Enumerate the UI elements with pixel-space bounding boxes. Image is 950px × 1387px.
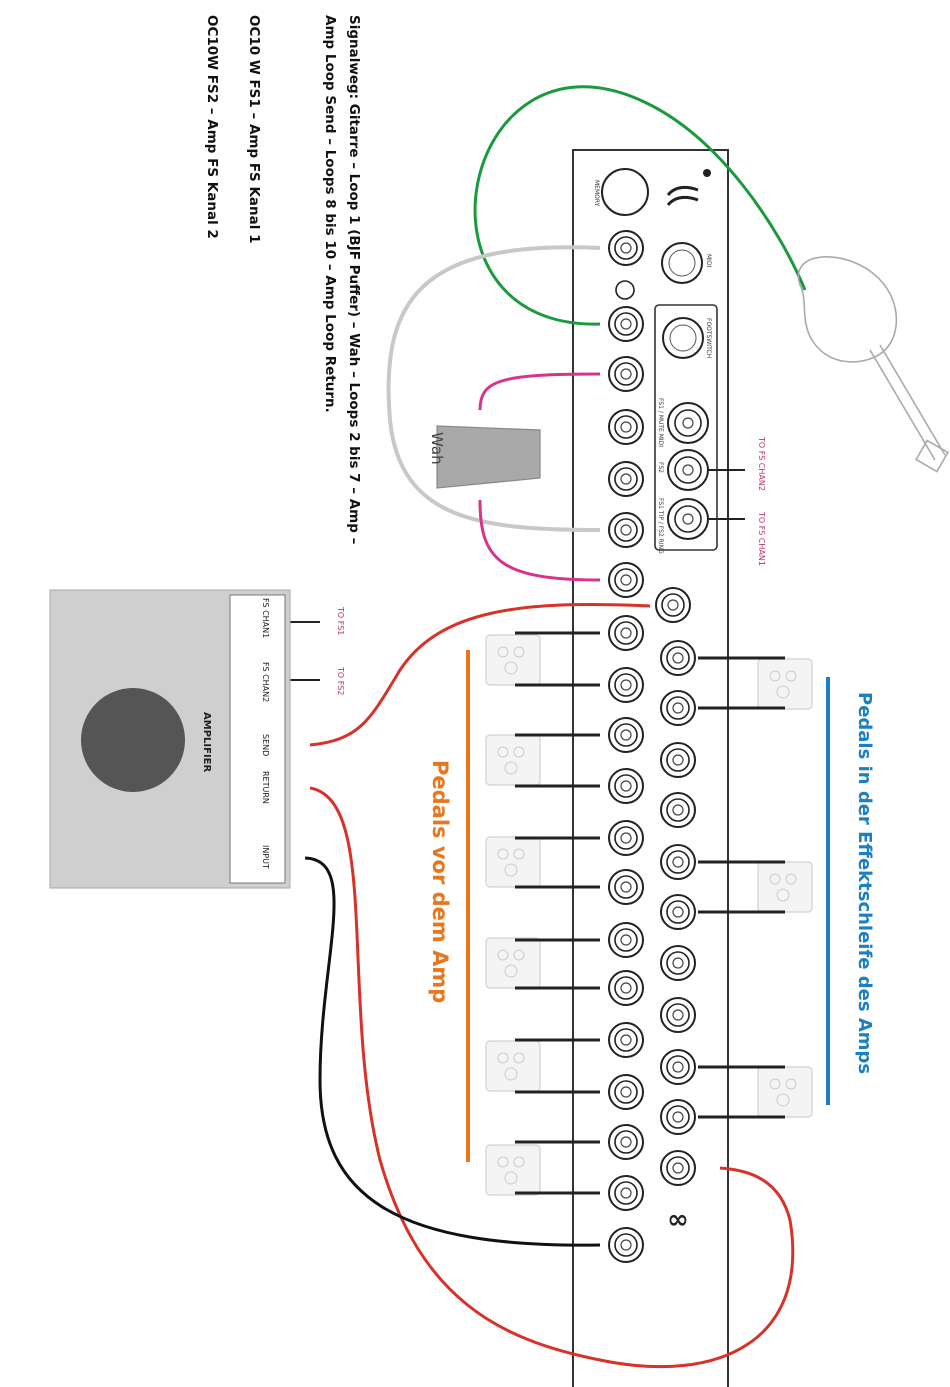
jack-input[interactable] — [608, 306, 644, 342]
pedals-before-amp — [485, 634, 541, 1196]
pedals-effects-loop — [757, 658, 813, 1118]
red-cable-send — [309, 603, 651, 747]
jack-fs2[interactable] — [667, 449, 709, 491]
grey-cable — [386, 245, 601, 532]
fs1-note: OC10 W FS1 – Amp FS Kanal 1 — [246, 15, 262, 244]
jack-bjf-buffer-in[interactable] — [608, 230, 644, 266]
to-fs-chan1-label: TO FS CHAN1 — [757, 512, 766, 566]
red-cable-return — [309, 786, 795, 1369]
black-cable-input — [304, 856, 601, 1247]
patch-cables-right — [698, 656, 785, 1119]
signal-path-line1: Signalweg: Gitarre – Loop 1 (BJF Puffer)… — [346, 15, 362, 545]
fs-tip-ring-label: FS1 TIP / FS2 RING — [657, 498, 664, 554]
amp-return-label: RETURN — [261, 771, 270, 804]
green-cable — [473, 85, 807, 326]
jack-fs1-mute[interactable] — [667, 402, 709, 444]
footswitch-connector[interactable] — [662, 317, 704, 359]
pedals-in-loop-label: Pedals in der Effektschleife des Amps — [854, 692, 875, 1075]
amplifier-label: AMPLIFIER — [201, 712, 212, 773]
guitar-illustration — [797, 256, 949, 473]
brand-logo — [666, 185, 699, 207]
amp-send-label: SEND — [261, 734, 270, 757]
amp-input-label: INPUT — [261, 845, 270, 869]
jack-inv[interactable] — [655, 587, 691, 623]
jack-out1[interactable] — [608, 461, 644, 497]
led-dot — [703, 169, 711, 177]
midi-label: MIDI — [705, 254, 712, 268]
midi-connector[interactable] — [661, 242, 703, 284]
jack-tuner[interactable] — [608, 409, 644, 445]
to-fs-chan2-label: TO FS CHAN2 — [757, 437, 766, 491]
jack-loop-send[interactable] — [608, 512, 644, 548]
fs1-jack-label: FS1 / MUTE MIDI — [657, 398, 664, 448]
fs2-jack-label: FS2 — [657, 462, 664, 473]
amp-fs-chan2-label: FS CHAN2 — [261, 662, 270, 703]
wah-pedal — [436, 425, 541, 489]
footswitch-label: FOOTSWITCH — [705, 318, 712, 359]
memory-label: MEMORY — [593, 180, 600, 207]
jack-fs-tip-ring[interactable] — [667, 498, 709, 540]
jack-bjf-buffer-out[interactable] — [608, 356, 644, 392]
magenta-cable-out — [478, 499, 601, 582]
amplifier-speaker — [81, 688, 185, 792]
amplifier-jack-panel — [229, 594, 286, 884]
patch-cables-left — [515, 631, 600, 1195]
jack-loop-return[interactable] — [608, 562, 644, 598]
power-jack[interactable] — [615, 280, 635, 300]
memory-button[interactable] — [601, 168, 649, 216]
fs2-note: OC10W FS2 – Amp FS Kanal 2 — [204, 15, 220, 239]
to-fs1-label: TO FS1 — [336, 607, 345, 636]
pedals-before-amp-label: Pedals vor dem Amp — [428, 760, 452, 1004]
to-fs2-label: TO FS2 — [336, 667, 345, 696]
brand-mark: ∞ — [667, 1205, 689, 1235]
wah-label: Wah — [428, 432, 446, 465]
amp-fs-chan1-label: FS CHAN1 — [261, 598, 270, 639]
magenta-cable-in — [478, 372, 601, 411]
signal-path-line2: Amp Loop Send – Loops 8 bis 10 – Amp Loo… — [322, 15, 338, 413]
